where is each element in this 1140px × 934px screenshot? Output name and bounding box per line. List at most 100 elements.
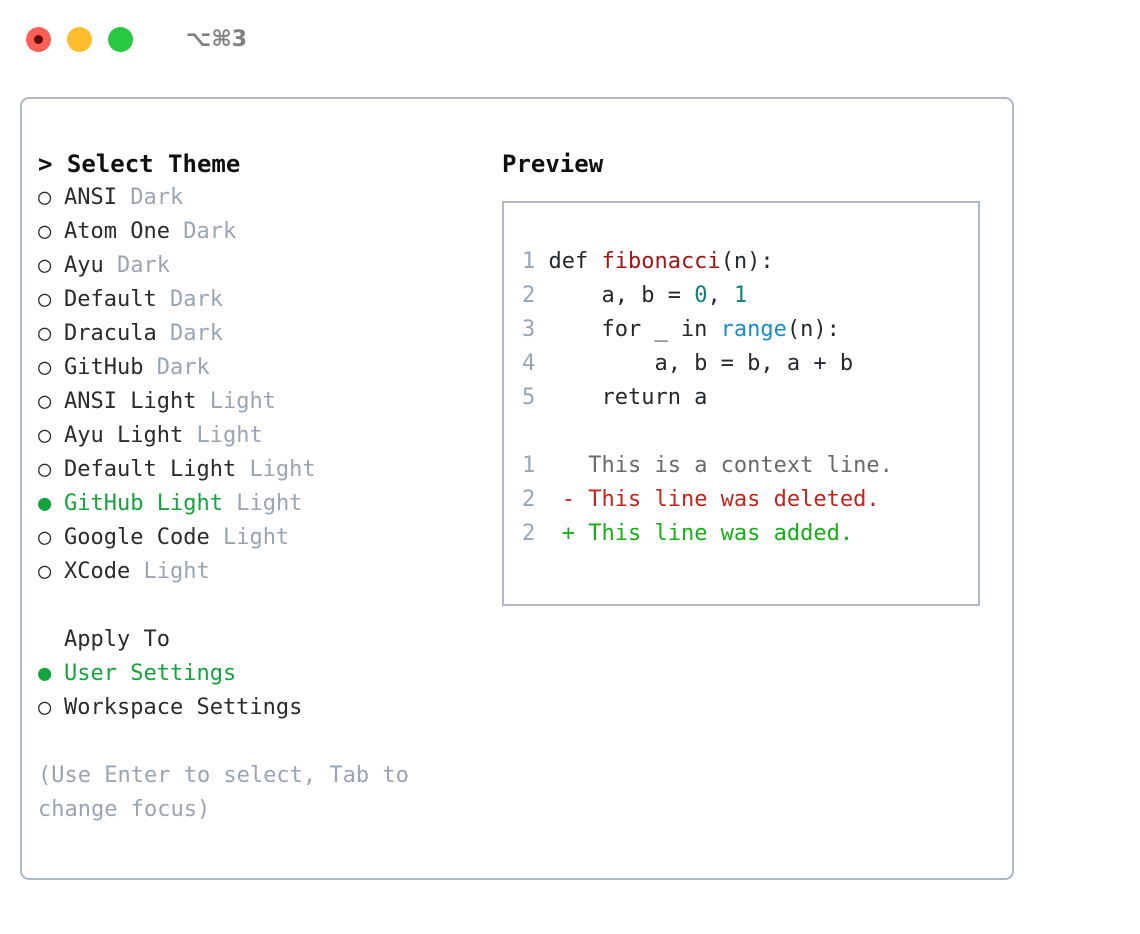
theme-name: Atom One (64, 219, 170, 244)
code-token-function: fibonacci (601, 249, 721, 274)
apply-to-label: User Settings (64, 661, 237, 686)
theme-list-item[interactable]: ○Ayu Dark (38, 249, 492, 283)
theme-type-label: Dark (156, 355, 210, 380)
theme-type-label: Light (236, 491, 303, 516)
radio-unselected-icon: ○ (38, 185, 52, 210)
diff-marker-deleted: - (561, 487, 575, 512)
list-spacer (38, 589, 492, 623)
theme-type-label: Dark (117, 253, 170, 278)
diff-text-context: This is a context line. (588, 453, 893, 478)
radio-unselected-icon: ○ (38, 389, 52, 414)
code-gutter-gap (535, 249, 548, 274)
code-line-number: 2 (522, 283, 536, 308)
theme-type-label: Dark (169, 321, 223, 346)
radio-unselected-icon: ○ (38, 321, 52, 346)
diff-line: 2 + This line was added. (522, 517, 978, 551)
theme-row-gap (236, 457, 249, 482)
theme-name: XCode (64, 559, 131, 584)
window-controls (26, 26, 133, 52)
diff-marker-gap (575, 487, 588, 512)
radio-unselected-icon: ○ (38, 253, 52, 278)
theme-list-item[interactable]: ○ Default Dark (38, 283, 492, 317)
code-line-number: 5 (522, 385, 536, 410)
apply-to-heading-indent (38, 623, 64, 657)
code-token-plain: (n): (786, 317, 840, 342)
code-token-plain: , (707, 283, 734, 308)
radio-unselected-icon: ○ (38, 219, 52, 244)
close-button[interactable] (26, 26, 51, 52)
theme-list-item[interactable]: ○Dracula Dark (38, 317, 492, 351)
code-gutter-gap (535, 385, 548, 410)
theme-name: Default Light (64, 457, 237, 482)
theme-name: ANSI (64, 185, 117, 210)
preview-heading: Preview (502, 150, 604, 178)
diff-gutter-gap (535, 453, 562, 478)
theme-name: Ayu Light (64, 423, 184, 448)
theme-list-item[interactable]: ○XCode Light (38, 555, 492, 589)
theme-row-gap (183, 423, 196, 448)
theme-list: ○ANSI Dark○Atom One Dark○Ayu Dark○Defaul… (38, 181, 492, 589)
apply-to-item[interactable]: ● User Settings (38, 657, 492, 691)
maximize-button[interactable] (108, 26, 133, 52)
select-theme-heading: > Select Theme (38, 150, 241, 178)
apply-to-heading-label: Apply To (64, 627, 170, 652)
theme-row-gap (157, 287, 170, 312)
theme-type-label: Light (196, 423, 263, 448)
radio-selected-icon: ● (38, 491, 52, 516)
theme-row-gap (157, 321, 170, 346)
diff-gutter-gap (535, 521, 562, 546)
code-token-plain: for _ in (548, 317, 721, 342)
minimize-button[interactable] (67, 26, 92, 52)
theme-type-label: Dark (183, 219, 237, 244)
radio-unselected-icon: ○ (38, 695, 52, 720)
theme-name: GitHub Light (64, 491, 223, 516)
theme-name: Default (64, 287, 157, 312)
code-token-plain: a, b = b, a + b (548, 351, 854, 376)
theme-type-label: Dark (169, 287, 223, 312)
code-line: 3 for _ in range(n): (522, 313, 978, 347)
diff-text-deleted: This line was deleted. (588, 487, 880, 512)
theme-type-label: Light (249, 457, 316, 482)
code-line-number: 1 (522, 249, 536, 274)
code-line: 1 def fibonacci(n): (522, 245, 978, 279)
theme-row-gap (210, 525, 223, 550)
theme-list-item[interactable]: ○GitHub Dark (38, 351, 492, 385)
code-line-number: 3 (522, 317, 536, 342)
code-diff-spacer (522, 415, 978, 449)
diff-marker-gap (575, 453, 588, 478)
theme-row-gap (170, 219, 183, 244)
apply-to-item[interactable]: ○Workspace Settings (38, 691, 492, 725)
diff-marker-context (562, 453, 575, 478)
theme-type-label: Light (222, 525, 290, 550)
code-token-number: 1 (733, 283, 748, 308)
theme-row-gap (130, 559, 143, 584)
diff-gutter-gap (535, 487, 562, 512)
theme-list-item[interactable]: ○Ayu Light Light (38, 419, 492, 453)
radio-unselected-icon: ○ (38, 287, 52, 312)
keyboard-hint: (Use Enter to select, Tab to change focu… (38, 763, 409, 822)
code-token-call: range (720, 317, 787, 342)
theme-name: Google Code (64, 525, 210, 550)
radio-unselected-icon: ○ (38, 525, 52, 550)
theme-list-item[interactable]: ○ANSI Dark (38, 181, 492, 215)
theme-type-label: Light (209, 389, 276, 414)
title-bar: ⌥⌘3 (0, 0, 1140, 78)
diff-marker-gap (575, 521, 588, 546)
diff-line: 1 This is a context line. (522, 449, 978, 483)
code-token-plain: return a (548, 385, 708, 410)
radio-selected-icon: ● (38, 661, 52, 686)
theme-list-item[interactable]: ○ANSI Light Light (38, 385, 492, 419)
theme-list-item[interactable]: ● GitHub Light Light (38, 487, 492, 521)
diff-marker-added: + (561, 521, 575, 546)
code-token-number: 0 (694, 283, 708, 308)
theme-type-label: Light (143, 559, 210, 584)
code-token-plain: def (548, 249, 602, 274)
theme-list-item[interactable]: ○Default Light Light (38, 453, 492, 487)
theme-list-item[interactable]: ○ Google Code Light (38, 521, 492, 555)
diff-line-number: 1 (522, 453, 536, 478)
radio-unselected-icon: ○ (38, 355, 52, 380)
theme-row-gap (104, 253, 117, 278)
theme-list-item[interactable]: ○ Atom One Dark (38, 215, 492, 249)
